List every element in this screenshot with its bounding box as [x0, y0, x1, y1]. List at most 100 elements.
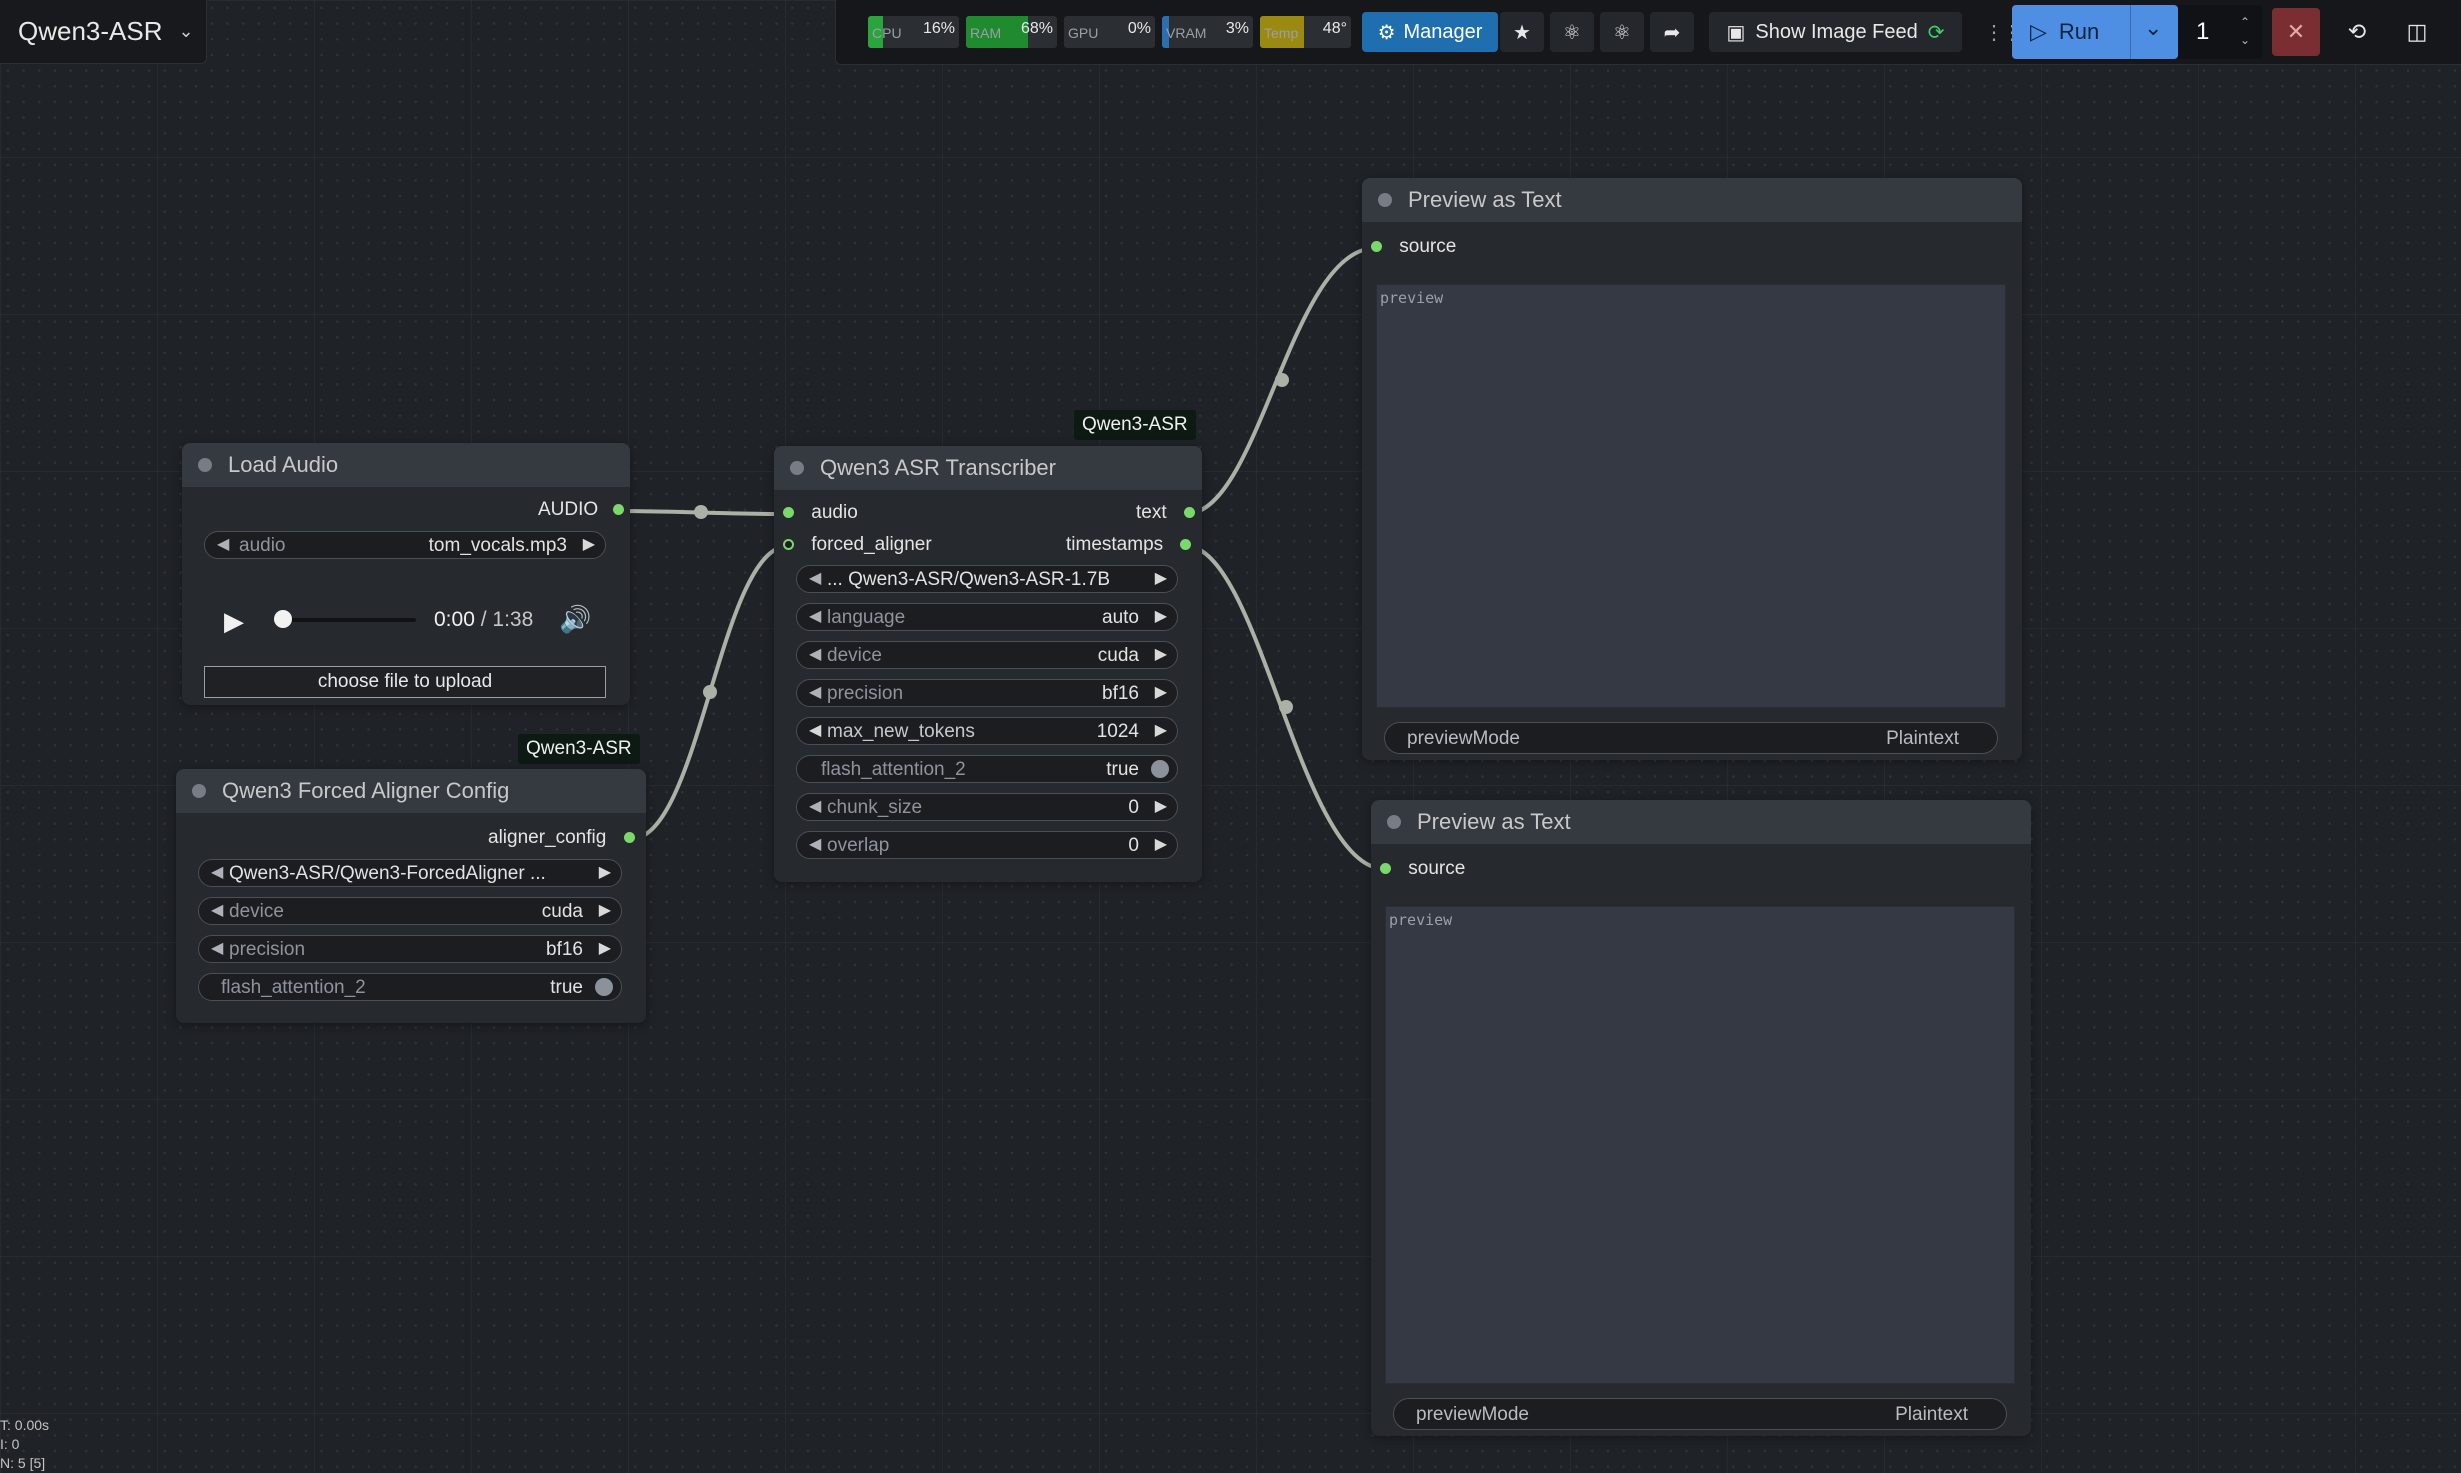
node-header[interactable]: Load Audio: [182, 443, 630, 487]
star-button[interactable]: ★: [1500, 12, 1544, 52]
history-button[interactable]: ⟲: [2333, 8, 2381, 56]
preview-placeholder: preview: [1389, 911, 1453, 929]
collapse-dot-icon[interactable]: [1378, 193, 1392, 207]
chevron-down-icon[interactable]: ⌄: [2144, 15, 2163, 40]
node-title: Load Audio: [228, 452, 339, 477]
play-icon[interactable]: ▶: [224, 606, 244, 636]
transcriber-chunk-size-number[interactable]: ◀ chunk_size 0 ▶: [796, 793, 1178, 821]
arrow-right-icon[interactable]: ▶: [1154, 836, 1167, 853]
preview-mode-combo[interactable]: previewMode Plaintext: [1384, 722, 1998, 754]
aligner-flash-attention-toggle[interactable]: flash_attention_2 true: [198, 973, 622, 1001]
aligner-model-combo[interactable]: ◀ Qwen3-ASR/Qwen3-ForcedAligner ... ▶: [198, 859, 622, 887]
preview-textarea[interactable]: preview: [1385, 906, 2015, 1384]
arrow-right-icon[interactable]: ▶: [582, 536, 595, 553]
arrow-left-icon[interactable]: ◀: [809, 798, 822, 815]
widget-label: flash_attention_2: [221, 977, 366, 998]
time-current: 0:00: [434, 608, 475, 631]
volume-icon[interactable]: 🔊: [559, 604, 592, 634]
aligner-device-combo[interactable]: ◀ device cuda ▶: [198, 897, 622, 925]
arrow-right-icon[interactable]: ▶: [598, 940, 611, 957]
collapse-dot-icon[interactable]: [790, 461, 804, 475]
preview-mode-combo[interactable]: previewMode Plaintext: [1393, 1398, 2007, 1430]
nodes-map-button[interactable]: ⚛: [1550, 12, 1594, 52]
arrow-left-icon[interactable]: ◀: [217, 536, 230, 553]
workflow-title[interactable]: Qwen3-ASR ⌄: [0, 0, 207, 64]
manager-button[interactable]: ⚙ Manager: [1362, 12, 1498, 52]
arrow-left-icon[interactable]: ◀: [809, 608, 822, 625]
run-button[interactable]: ▷ Run ⌄: [2012, 5, 2178, 59]
arrow-right-icon[interactable]: ▶: [1154, 608, 1167, 625]
node-header[interactable]: Qwen3 ASR Transcriber: [774, 446, 1202, 490]
preview-textarea[interactable]: preview: [1376, 284, 2006, 708]
output-text[interactable]: text: [1136, 502, 1195, 524]
input-source[interactable]: source: [1371, 236, 1456, 258]
node-header[interactable]: Preview as Text: [1371, 800, 2031, 844]
arrow-right-icon[interactable]: ▶: [1154, 798, 1167, 815]
monitor-value: 0%: [1127, 20, 1151, 37]
arrow-left-icon[interactable]: ◀: [211, 940, 224, 957]
toggle-knob[interactable]: [595, 978, 613, 996]
arrow-right-icon[interactable]: ▶: [1154, 722, 1167, 739]
collapse-dot-icon[interactable]: [198, 458, 212, 472]
output-aligner-config[interactable]: aligner_config: [488, 827, 635, 849]
input-slot-icon[interactable]: [1371, 241, 1382, 253]
upload-button[interactable]: choose file to upload: [204, 666, 606, 698]
queue-count-input[interactable]: 1 ⌃⌄: [2178, 5, 2262, 59]
node-header[interactable]: Preview as Text: [1362, 178, 2022, 222]
monitor-gpu: GPU 0%: [1064, 16, 1155, 48]
arrow-right-icon[interactable]: ▶: [1154, 570, 1167, 587]
stepper-icon[interactable]: ⌃⌄: [2239, 15, 2250, 47]
input-slot-icon[interactable]: [1380, 863, 1391, 875]
show-image-feed-button[interactable]: ▣ Show Image Feed ⟳: [1709, 12, 1962, 52]
collapse-dot-icon[interactable]: [1387, 815, 1401, 829]
transcriber-language-combo[interactable]: ◀ language auto ▶: [796, 603, 1178, 631]
node-badge: Qwen3-ASR: [518, 734, 640, 764]
arrow-right-icon[interactable]: ▶: [598, 902, 611, 919]
audio-file-combo[interactable]: ◀ audio tom_vocals.mp3 ▶: [204, 531, 606, 559]
arrow-left-icon[interactable]: ◀: [809, 836, 822, 853]
audio-player[interactable]: ▶ 0:00 / 1:38 🔊: [214, 596, 594, 644]
toggle-knob[interactable]: [1151, 760, 1169, 778]
arrow-right-icon[interactable]: ▶: [1154, 684, 1167, 701]
toggle-panel-button[interactable]: ◫: [2393, 8, 2441, 56]
node-header[interactable]: Qwen3 Forced Aligner Config: [176, 769, 646, 813]
monitor-label: RAM: [970, 25, 1002, 41]
input-source[interactable]: source: [1380, 858, 1465, 880]
output-slot-icon[interactable]: [613, 504, 625, 516]
widget-value: cuda: [541, 901, 583, 922]
share-button[interactable]: ➦: [1650, 12, 1694, 52]
input-audio[interactable]: audio: [783, 502, 858, 524]
arrow-left-icon[interactable]: ◀: [809, 570, 822, 587]
transcriber-model-combo[interactable]: ◀ ... Qwen3-ASR/Qwen3-ASR-1.7B ▶: [796, 565, 1178, 593]
aligner-precision-combo[interactable]: ◀ precision bf16 ▶: [198, 935, 622, 963]
arrow-left-icon[interactable]: ◀: [809, 684, 822, 701]
widget-label: precision: [827, 683, 904, 704]
arrow-right-icon[interactable]: ▶: [598, 864, 611, 881]
node-load-audio[interactable]: Load Audio: [182, 443, 630, 705]
arrow-left-icon[interactable]: ◀: [211, 864, 224, 881]
output-slot-icon[interactable]: [623, 832, 635, 844]
widget-label: previewMode: [1407, 728, 1520, 749]
audio-seek-track[interactable]: [276, 618, 416, 622]
audio-seek-thumb[interactable]: [274, 610, 292, 628]
input-slot-icon[interactable]: [783, 507, 794, 519]
transcriber-precision-combo[interactable]: ◀ precision bf16 ▶: [796, 679, 1178, 707]
output-timestamps[interactable]: timestamps: [1066, 534, 1192, 556]
model-manager-button[interactable]: ⚛: [1600, 12, 1644, 52]
transcriber-max-new-tokens-number[interactable]: ◀ max_new_tokens 1024 ▶: [796, 717, 1178, 745]
transcriber-overlap-number[interactable]: ◀ overlap 0 ▶: [796, 831, 1178, 859]
arrow-left-icon[interactable]: ◀: [809, 722, 822, 739]
port-label: aligner_config: [488, 827, 607, 848]
transcriber-device-combo[interactable]: ◀ device cuda ▶: [796, 641, 1178, 669]
arrow-right-icon[interactable]: ▶: [1154, 646, 1167, 663]
cancel-run-button[interactable]: ✕: [2272, 8, 2320, 56]
input-slot-icon[interactable]: [783, 539, 794, 551]
collapse-dot-icon[interactable]: [192, 784, 206, 798]
arrow-left-icon[interactable]: ◀: [211, 902, 224, 919]
transcriber-flash-attention-toggle[interactable]: flash_attention_2 true: [796, 755, 1178, 783]
input-forced-aligner[interactable]: forced_aligner: [783, 534, 932, 556]
output-slot-icon[interactable]: [1183, 507, 1195, 519]
arrow-left-icon[interactable]: ◀: [809, 646, 822, 663]
output-slot-icon[interactable]: [1180, 539, 1192, 551]
output-audio[interactable]: AUDIO: [538, 499, 625, 521]
